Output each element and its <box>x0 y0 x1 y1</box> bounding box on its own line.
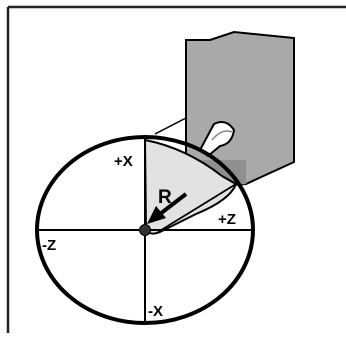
label-minus-z: -Z <box>42 237 56 254</box>
label-minus-x: -X <box>148 303 163 320</box>
label-radius: R <box>158 187 172 208</box>
radius-arrow <box>147 192 188 224</box>
clamp-slot <box>198 121 236 158</box>
label-plus-z: +Z <box>218 211 236 228</box>
label-plus-x: +X <box>114 153 133 170</box>
frame-border <box>6 5 346 333</box>
center-point <box>139 224 151 236</box>
